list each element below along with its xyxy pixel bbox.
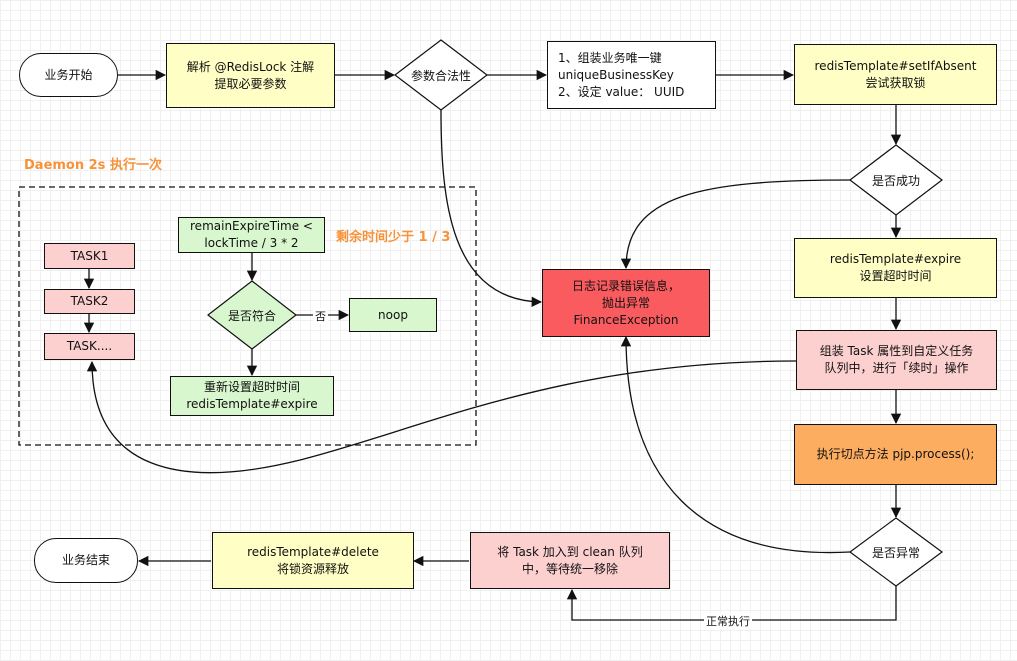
end-node: 业务结束 [34, 538, 138, 583]
reset-expire-node: 重新设置超时时间 redisTemplate#expire [170, 376, 334, 416]
task-1: TASK1 [44, 243, 135, 269]
set-if-absent-node: redisTemplate#setIfAbsent 尝试获取锁 [794, 44, 997, 105]
success-check-label: 是否成功 [871, 173, 920, 188]
noop-node: noop [349, 298, 437, 332]
add-clean-node: 将 Task 加入到 clean 队列 中，等待统一移除 [470, 532, 670, 589]
log-error-node: 日志记录错误信息， 抛出异常 FinanceException [542, 269, 710, 337]
daemon-title: Daemon 2s 执行一次 [24, 158, 162, 173]
condition-node: remainExpireTime < lockTime / 3 * 2 [178, 217, 325, 253]
task-more: TASK.... [44, 333, 135, 360]
param-check-label: 参数合法性 [410, 68, 471, 83]
parse-annotation-node: 解析 @RedisLock 注解 提取必要参数 [166, 43, 335, 108]
assemble-task-node: 组装 Task 属性到自定义任务 队列中，进行「续时」操作 [796, 330, 997, 390]
edge-check-error [440, 109, 543, 307]
match-check-label: 是否符合 [227, 308, 276, 323]
assemble-key-node: 1、组装业务唯一键 uniqueBusinessKey 2、设定 value： … [547, 41, 716, 109]
edge-exception-error [620, 335, 851, 554]
delete-node: redisTemplate#delete 将锁资源释放 [212, 532, 414, 589]
execute-node: 执行切点方法 pjp.process(); [794, 424, 997, 485]
no-label: 否 [313, 308, 328, 324]
start-node: 业务开始 [19, 53, 118, 97]
edge-task-queue [86, 360, 797, 474]
expire-node: redisTemplate#expire 设置超时时间 [794, 238, 997, 298]
daemon-frame [18, 186, 477, 446]
task-2: TASK2 [44, 289, 135, 314]
normal-execution-label: 正常执行 [704, 613, 752, 629]
remaining-time-note: 剩余时间少于 1 / 3 [336, 230, 451, 245]
edge-success-error [620, 179, 851, 270]
exception-check-label: 是否异常 [871, 545, 920, 560]
